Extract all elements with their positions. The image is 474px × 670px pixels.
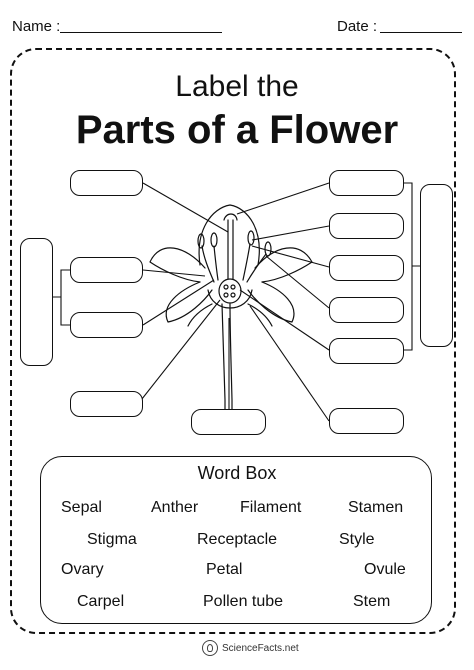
logo-text: ScienceFacts.net [222,642,299,654]
receptacle-drawing [207,289,253,309]
word-stamen: Stamen [348,499,404,516]
filament-drawing [201,245,215,283]
filament-drawing-4 [246,253,267,283]
answer-box-10[interactable] [191,409,266,435]
ovule-drawing-3 [223,292,229,298]
left-lower-petal-drawing [165,281,213,323]
answer-box-11[interactable] [329,408,404,434]
word-box-title: Word Box [197,463,277,483]
leader-line [251,245,330,268]
anther-drawing-3 [247,230,255,246]
style-drawing [227,219,234,280]
filament-drawing-2 [213,245,219,281]
answer-box-8[interactable] [70,312,143,338]
right-petal-drawing [254,247,313,283]
word-petal: Petal [206,561,243,578]
date-label: Date : [337,18,378,35]
stigma-drawing [223,213,238,221]
answer-box-3[interactable] [329,213,404,239]
anther-drawing-2 [210,232,218,248]
worksheet-frame [10,48,456,634]
word-carpel: Carpel [77,593,125,610]
answer-box-left-group[interactable] [20,238,53,366]
name-label: Name : [12,18,61,35]
leader-line [265,255,330,309]
answer-box-7[interactable] [70,257,143,283]
word-filament: Filament [240,499,302,516]
leader-line [142,269,206,277]
right-bracket [404,182,420,351]
ovule-drawing-2 [230,284,236,290]
word-sepal: Sepal [61,499,102,516]
answer-box-right-group[interactable] [420,184,453,347]
answer-box-4[interactable] [329,255,404,281]
title-line-1: Label the [175,70,299,103]
word-box [40,456,432,624]
leader-line [236,182,330,215]
filament-drawing-3 [242,243,251,281]
leader-line [249,305,330,422]
word-anther: Anther [151,499,199,516]
left-petal-drawing [149,247,206,283]
answer-box-5[interactable] [329,297,404,323]
leader-line [142,279,215,326]
answer-box-2[interactable] [329,170,404,196]
ovary-drawing [218,278,242,304]
word-ovary: Ovary [61,561,104,578]
back-petal-drawing [198,204,260,266]
word-stem: Stem [353,593,391,610]
ovule-drawing-4 [230,292,236,298]
anther-drawing-4 [264,241,272,257]
page-title: Parts of a Flower [75,108,399,152]
word-receptacle: Receptacle [197,531,278,548]
left-bracket [53,269,70,326]
word-pollen-tube: Pollen tube [203,593,284,610]
answer-box-1[interactable] [70,170,143,196]
answer-box-9[interactable] [70,391,143,417]
leader-line [239,289,330,351]
name-line[interactable] [60,32,222,33]
ovule-drawing [223,284,229,290]
leader-line [251,225,330,241]
word-ovule: Ovule [364,561,406,578]
sciencefacts-logo: ScienceFacts.net [202,640,299,656]
date-line[interactable] [380,32,462,33]
word-stigma: Stigma [87,531,137,548]
stem-drawing [221,303,233,411]
word-style: Style [339,531,375,548]
answer-box-6[interactable] [329,338,404,364]
leader-line [142,182,229,233]
right-lower-petal-drawing [247,281,295,323]
anther-drawing [197,233,205,249]
leaf-icon [202,640,218,656]
leader-line [137,299,221,405]
sepal-drawing [187,303,273,327]
